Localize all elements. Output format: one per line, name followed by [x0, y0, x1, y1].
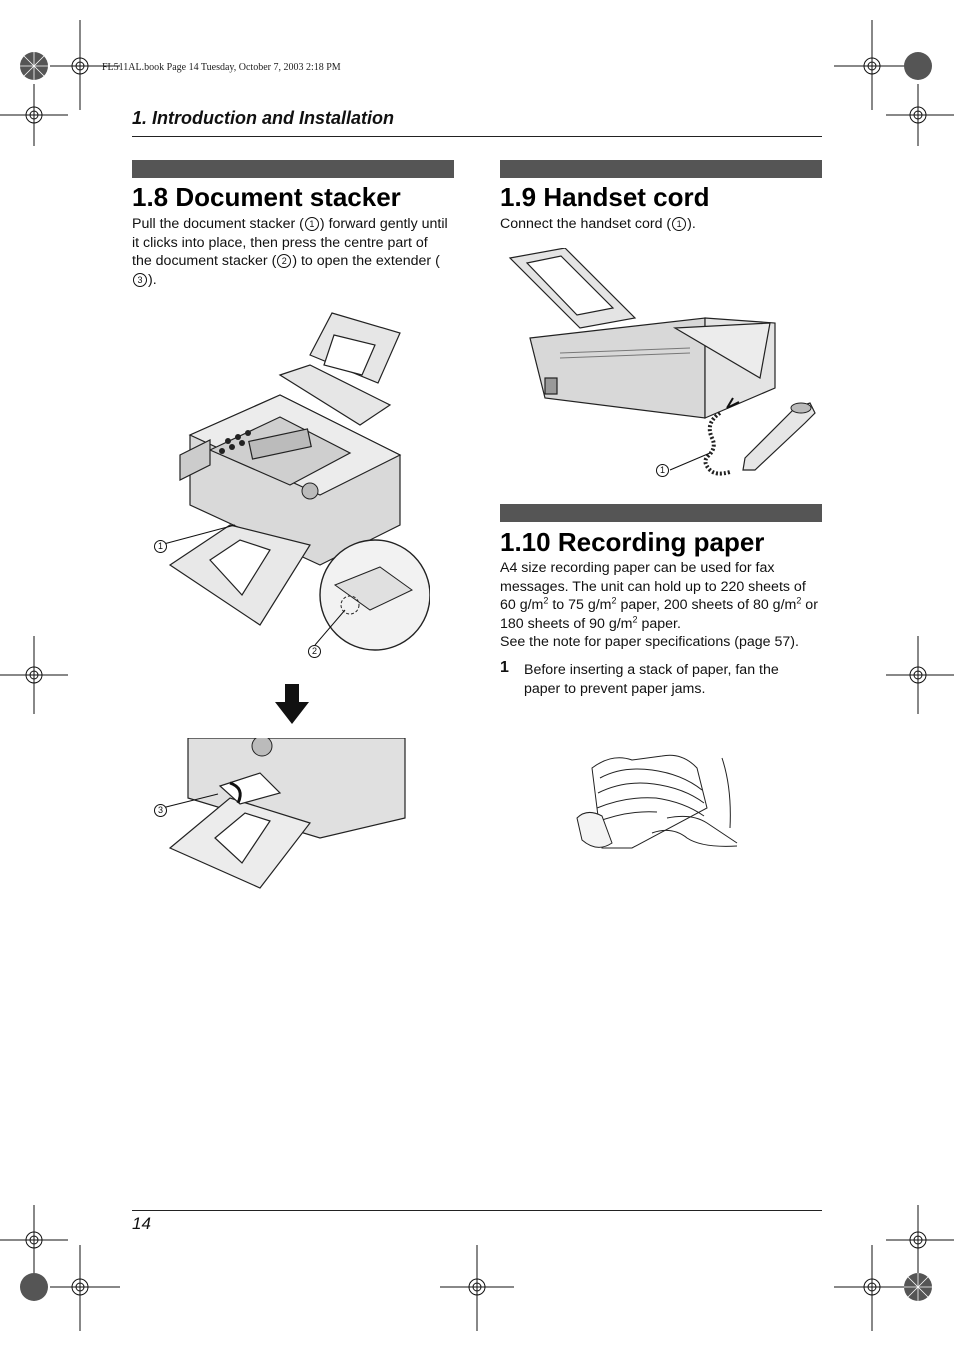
section-bar-recording: [500, 504, 822, 522]
header-rule: [132, 136, 822, 137]
handset-callout-1: 1: [656, 464, 669, 477]
section-bar-stacker: [132, 160, 454, 178]
step-number: 1: [500, 659, 509, 676]
step-text: Before inserting a stack of paper, fan t…: [524, 662, 779, 697]
stacker-paragraph: Pull the document stacker (1) forward ge…: [132, 216, 448, 288]
fanning-paper-illustration: [576, 754, 738, 849]
handset-marker-1: 1: [672, 217, 687, 231]
section-bar-handset: [500, 160, 822, 178]
fax-handset-illustration: [508, 248, 816, 476]
recording-paragraph: A4 size recording paper can be used for …: [500, 560, 818, 650]
paper-spec-note: See the note for paper specifications (p…: [500, 634, 799, 650]
marker-1: 1: [304, 217, 319, 231]
down-arrow-icon: [275, 684, 309, 724]
stacker-callout-2: 2: [308, 645, 321, 658]
marker-2: 2: [277, 254, 292, 268]
fax-stacker-illustration: [159, 312, 430, 651]
section-title-handset: 1.9 Handset cord: [500, 182, 710, 212]
print-slug: FL511AL.book Page 14 Tuesday, October 7,…: [102, 62, 341, 73]
marker-3: 3: [133, 272, 147, 287]
handset-paragraph: Connect the handset cord (1).: [500, 216, 696, 232]
stacker-callout-1: 1: [154, 540, 167, 553]
section-title-stacker: 1.8 Document stacker: [132, 182, 401, 212]
fax-extender-illustration: [161, 738, 406, 889]
chapter-title: 1. Introduction and Installation: [132, 108, 395, 128]
footer-rule: [132, 1210, 822, 1211]
page-number: 14: [132, 1214, 151, 1233]
section-title-recording: 1.10 Recording paper: [500, 527, 765, 557]
stacker-callout-3: 3: [154, 804, 167, 817]
